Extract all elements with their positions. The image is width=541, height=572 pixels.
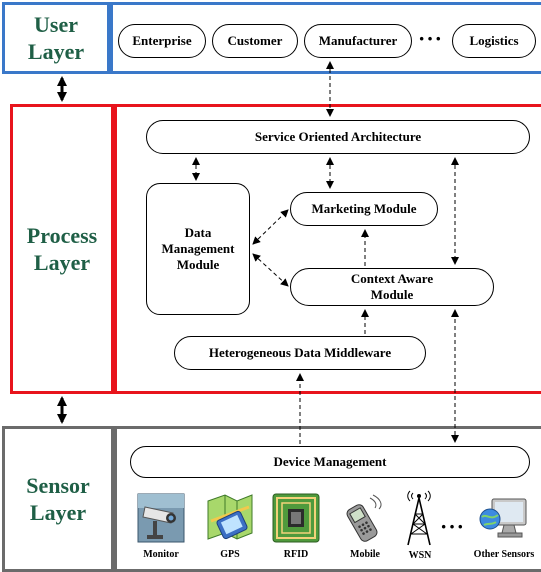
monitor-camera-icon xyxy=(137,493,185,543)
data-management-module: Data Management Module xyxy=(146,183,250,315)
device-label-rfid: RFID xyxy=(283,549,309,560)
device-label-mobile: Mobile xyxy=(350,549,380,560)
user-layer-title: User Layer xyxy=(27,11,85,65)
actor-enterprise: Enterprise xyxy=(118,24,206,58)
heterogeneous-data-middleware: Heterogeneous Data Middleware xyxy=(174,336,426,370)
service-oriented-architecture: Service Oriented Architecture xyxy=(146,120,530,154)
device-label-gps: GPS xyxy=(220,549,240,560)
wsn-tower-icon xyxy=(404,486,434,546)
device-management: Device Management xyxy=(130,446,530,478)
device-label-other-sensors: Other Sensors xyxy=(473,549,535,560)
actor-manufacturer: Manufacturer xyxy=(304,24,412,58)
data-management-context-aware-arrow xyxy=(252,253,289,287)
actor-logistics: Logistics xyxy=(452,24,536,58)
sensor-layer-title: Sensor Layer xyxy=(26,472,90,526)
mobile-phone-icon xyxy=(345,493,385,543)
other-sensors-icon xyxy=(478,495,530,543)
actor-customer: Customer xyxy=(212,24,298,58)
user-actors-ellipsis: ··· xyxy=(418,26,444,51)
sensor-devices-ellipsis: ··· xyxy=(440,514,466,539)
process-layer-title-box xyxy=(10,104,114,394)
marketing-module: Marketing Module xyxy=(290,192,438,226)
user-layer-title-box xyxy=(2,2,110,74)
context-aware-module: Context Aware Module xyxy=(290,268,494,306)
process-layer-title: Process Layer xyxy=(26,222,98,276)
data-management-marketing-arrow xyxy=(252,209,289,245)
gps-map-icon xyxy=(205,491,255,543)
user-layer-content-box xyxy=(110,2,541,74)
device-label-monitor: Monitor xyxy=(143,549,179,560)
rfid-chip-icon xyxy=(272,493,320,543)
device-label-wsn: WSN xyxy=(408,550,432,561)
